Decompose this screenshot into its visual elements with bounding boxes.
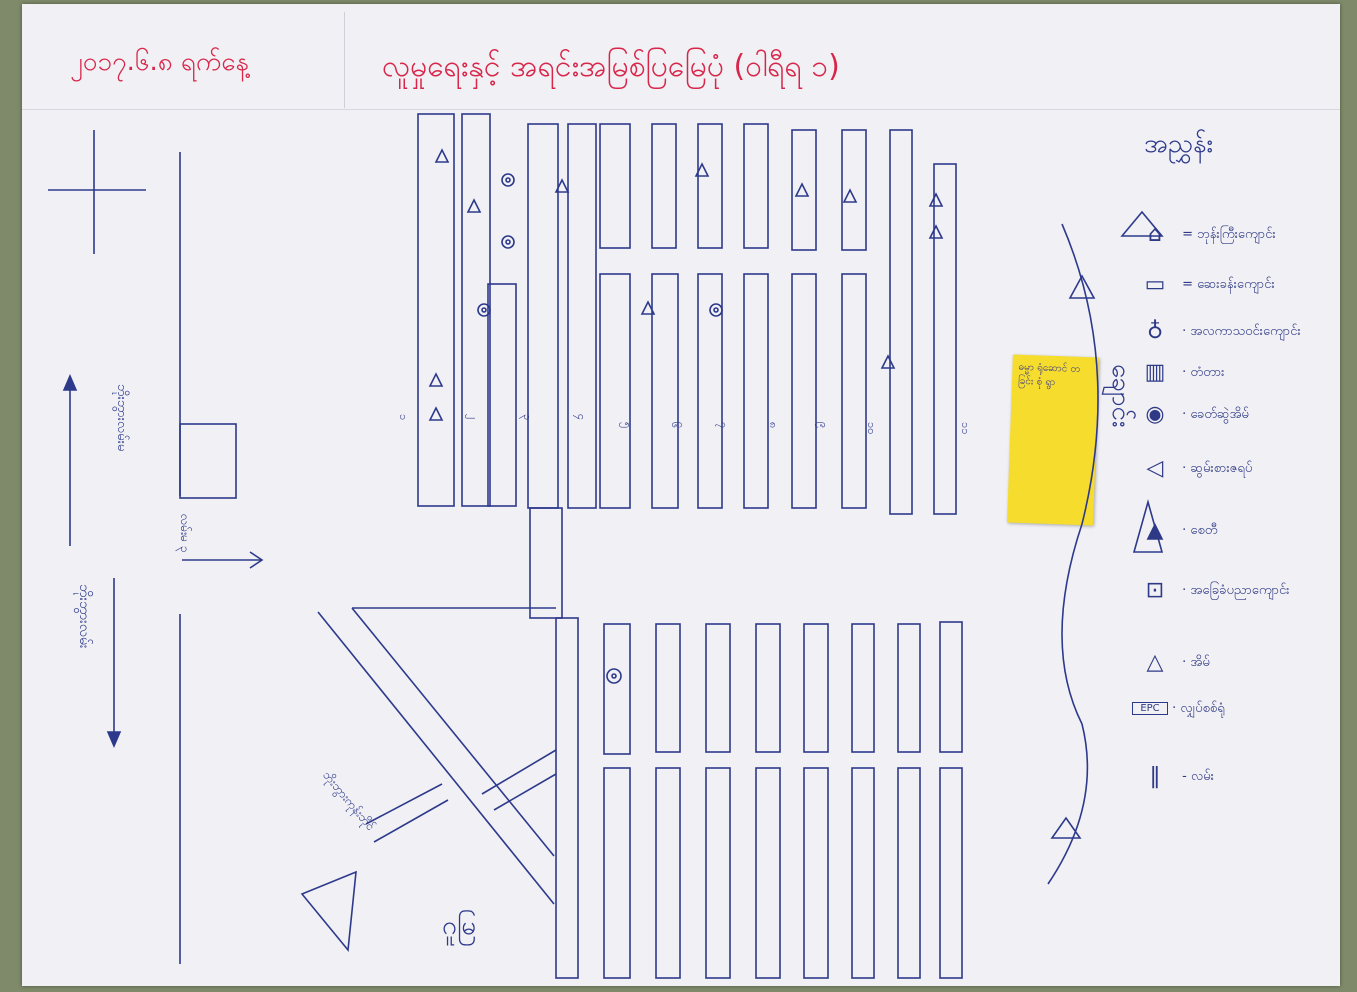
arrow-right-head (249, 551, 264, 569)
lower-rows (555, 617, 963, 979)
row-label-9: ၉ (815, 422, 830, 428)
arrow-up-head (62, 373, 78, 391)
hatch-bridge (365, 783, 449, 843)
legend-item-school: ⊡ · အခြေခံပညာကျောင်း (1132, 578, 1290, 603)
road-icon: ‖ (1149, 764, 1161, 789)
tent-mark-1 (1068, 274, 1096, 299)
row-label-4: ၄ (573, 414, 588, 420)
tent-icon: ◁ (1146, 456, 1164, 481)
legend-item-bridge: ▥ · တံတား (1132, 360, 1225, 385)
diag-road-1 (317, 611, 555, 905)
header-divider (344, 12, 345, 108)
side-label-mid: ဘိုးဘွားလမ်းမ (114, 384, 129, 452)
triangle-icon: △ (1146, 650, 1164, 675)
river-label: ချောင်း (1106, 364, 1136, 428)
arrow-down-head (106, 731, 122, 749)
mid-block (529, 507, 563, 619)
pagoda-icon: ▲ (1146, 518, 1164, 543)
row-label-5: ၅ (619, 422, 634, 428)
legend-item-hall: ♁ · အလကာသဝင်းကျောင်း (1132, 319, 1301, 344)
map-date: ၂၀၁၇.၆.၈ ရက်နေ့ (70, 47, 249, 77)
map-title: လူမှုရေးနှင့် အရင်းအမြစ်ပြမြေပုံ (ဝါရီရ … (382, 49, 840, 84)
tent-mark-2 (1050, 816, 1082, 839)
legend-item-rest-hall: ◁ · ဆွမ်းစားဇရပ် (1132, 456, 1253, 481)
row-label-1: ၁ (397, 414, 410, 420)
row-label-11: ၁၁ (959, 422, 972, 434)
legend-house-roof (1120, 210, 1164, 237)
map-paper: ၂၀၁၇.၆.၈ ရက်နေ့ လူမှုရေးနှင့် အရင်းအမြစ်… (22, 4, 1340, 986)
well-icon: ♁ (1146, 319, 1164, 344)
side-label-road: လမ်းမ ၃ (178, 514, 192, 553)
row-label-7: ၇ (715, 422, 730, 428)
house-icon: ⌂ (1148, 222, 1162, 247)
circle-dot-marks (477, 173, 723, 684)
river-curve (1047, 223, 1099, 885)
bridge-icon: ▥ (1144, 360, 1166, 385)
legend-item-road: ‖ - လမ်း (1132, 764, 1214, 789)
legend-item-house: △ · အိမ် (1132, 650, 1210, 675)
map-drawing: ၁ ၂ ၃ ၄ ၅ ၆ ၇ ၈ ၉ ၁၀ ၁၁ (48, 113, 1164, 979)
school-icon: ⊡ (1145, 578, 1165, 603)
epc-icon: EPC (1132, 702, 1168, 715)
legend-item-pagoda: ▲ · စေတီ (1132, 518, 1218, 543)
legend-item-house-special: ◉ · ခေတ်ဆွဲအိမ် (1132, 402, 1248, 427)
bottom-label: ဂူမြ (442, 911, 477, 941)
building-left (179, 423, 237, 499)
cross-road-b (493, 773, 557, 811)
legend-item-monastery: ⌂ = ဘုန်းကြီးကျောင်း (1132, 222, 1276, 247)
legend-pagoda-shape (1132, 499, 1164, 553)
row-label-3: ၃ (519, 414, 534, 420)
circle-dot-icon: ◉ (1145, 402, 1165, 427)
legend-item-power: EPC · လျှပ်စစ်ရုံ (1132, 700, 1225, 719)
legend-title: အညွှန်း (1144, 129, 1214, 159)
row-label-10: ၁၀ (865, 422, 878, 434)
building-icon: ▭ (1144, 272, 1166, 297)
diag-road-2 (351, 607, 555, 857)
pagoda-shape (300, 870, 357, 952)
row-labels: ၁ ၂ ၃ ၄ ၅ ၆ ၇ ၈ ၉ ၁၀ ၁၁ (397, 414, 972, 434)
row-label-8: ၈ (767, 422, 780, 428)
upper-rows (417, 113, 957, 515)
legend-item-clinic: ▭ = ဆေးခန်းကျောင်း (1132, 272, 1275, 297)
cross-road-a (481, 749, 557, 795)
house-marks (428, 148, 944, 421)
row-label-2: ၂ (465, 414, 480, 419)
side-label-left: ဘိုးဘွားလမ်း (76, 584, 92, 649)
row-label-6: ၆ (669, 422, 682, 428)
